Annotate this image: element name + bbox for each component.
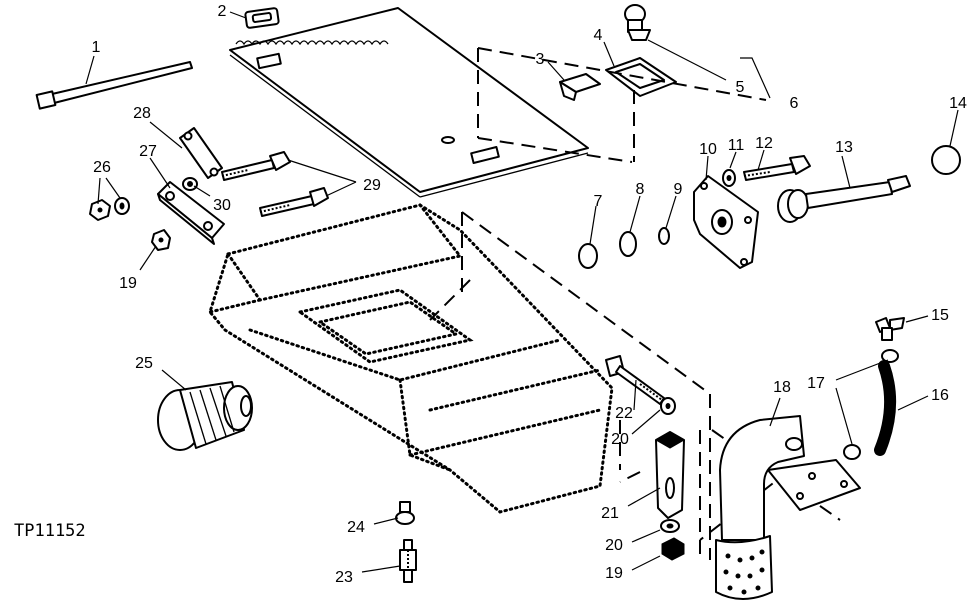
callout-9: 9	[674, 181, 683, 198]
callout-labels: 1 2 3 4 5 6 7 8 9 10 11 12 13 14 15 16 1…	[92, 3, 967, 586]
callout-11: 11	[728, 137, 745, 154]
callout-29: 29	[363, 177, 381, 194]
callout-5: 5	[736, 79, 745, 96]
clamp-part-17	[843, 349, 899, 460]
callout-4: 4	[594, 27, 603, 44]
exhaust-elbow-part-18	[715, 415, 861, 600]
o-ring-part-8	[619, 231, 637, 257]
callout-23: 23	[335, 569, 353, 586]
callout-18: 18	[773, 379, 791, 396]
callout-27: 27	[139, 143, 157, 160]
cap-screw-upper-part-29	[221, 151, 291, 181]
filter-part-25	[157, 381, 253, 451]
callout-1: 1	[92, 39, 101, 56]
tank-cover-plate	[229, 7, 589, 198]
washer-part-30	[182, 177, 198, 191]
callout-30: 30	[213, 197, 231, 214]
callout-28: 28	[133, 105, 151, 122]
callout-22: 22	[615, 405, 633, 422]
washer-upper-part-20	[660, 397, 676, 415]
latch-tab-part-3	[559, 73, 601, 101]
drain-valve-part-23	[399, 539, 417, 583]
cap-screw-part-12	[743, 155, 811, 181]
callout-14: 14	[949, 95, 967, 112]
ball-part-14	[931, 145, 961, 175]
washer-part-11	[722, 169, 736, 187]
nut-lower-part-19	[661, 537, 685, 561]
lock-washer-part-26	[114, 197, 130, 215]
callout-16: 16	[931, 387, 949, 404]
callout-12: 12	[755, 135, 773, 152]
callout-2: 2	[218, 3, 227, 20]
callout-7: 7	[594, 193, 603, 210]
fitting-tube-part-13	[777, 175, 911, 223]
callout-24: 24	[347, 519, 365, 536]
nut-upper-part-19	[151, 229, 171, 251]
callout-21: 21	[601, 505, 619, 522]
leader-lines	[85, 11, 959, 573]
callout-10: 10	[699, 141, 717, 158]
flange-plate-part-10	[693, 175, 759, 269]
callout-20-upper: 20	[611, 431, 629, 448]
plug-part-24	[395, 501, 415, 525]
hose-part-16	[874, 360, 897, 456]
callout-3: 3	[536, 51, 545, 68]
ring-part-9	[658, 227, 670, 245]
callout-15: 15	[931, 307, 949, 324]
callout-6: 6	[790, 95, 799, 112]
long-bolt-part-1	[35, 61, 193, 110]
link-plate-part-28	[179, 127, 223, 179]
bracket-part-21	[654, 431, 686, 519]
callout-25: 25	[135, 355, 153, 372]
grommet-part-2	[244, 7, 280, 29]
o-ring-part-7	[578, 243, 598, 269]
callout-17: 17	[807, 375, 825, 392]
callout-20-lower: 20	[605, 537, 623, 554]
callout-13: 13	[835, 139, 853, 156]
nut-part-26	[89, 199, 111, 221]
callout-8: 8	[636, 181, 645, 198]
bolt-part-22	[605, 355, 665, 405]
fuel-tank-outline	[208, 203, 614, 514]
washer-lower-part-20	[660, 519, 680, 533]
cap-screw-lower-part-29	[259, 187, 329, 217]
callout-bracket-5-6	[740, 57, 771, 99]
knob-part-5	[624, 4, 651, 41]
callout-19-upper: 19	[119, 275, 137, 292]
wing-fitting-part-15	[875, 317, 905, 341]
callout-26: 26	[93, 159, 111, 176]
bracket-plate-part-27	[157, 181, 225, 245]
figure-id-label: TP11152	[14, 521, 86, 541]
callout-19-lower: 19	[605, 565, 623, 582]
